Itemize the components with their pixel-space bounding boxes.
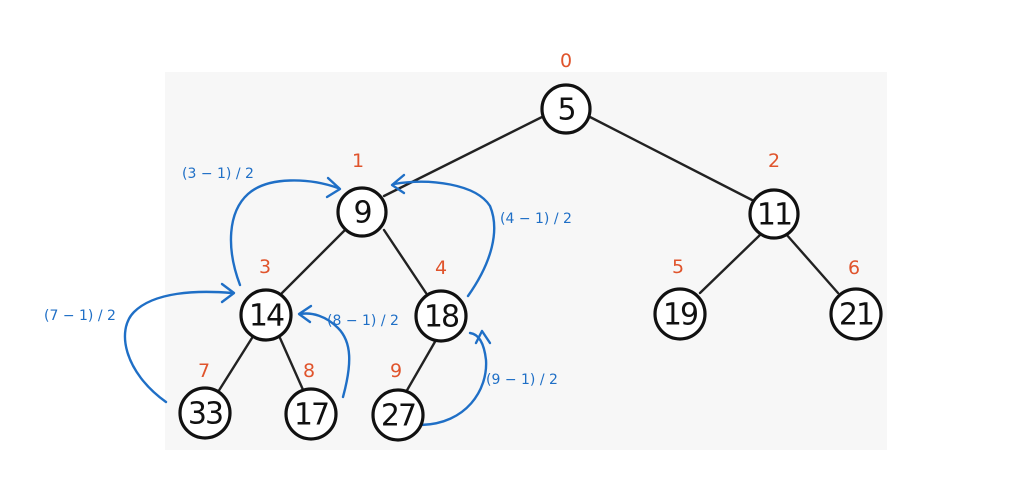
node-index-label: 5 (672, 256, 684, 278)
edge-4-9 (404, 338, 438, 394)
node-circle (336, 186, 388, 238)
node-value: 17 (294, 398, 328, 433)
edge-2-6 (784, 232, 840, 295)
node-circle (748, 188, 800, 240)
arrow-7-to-3 (123, 290, 234, 404)
node-index-label: 6 (848, 257, 860, 279)
node-value: 18 (424, 300, 459, 335)
node-circle (414, 289, 468, 343)
edge-1-3 (280, 228, 347, 295)
node-value: 5 (557, 93, 574, 128)
node-index-label: 0 (560, 50, 572, 72)
heap-node-3: 14 3 (239, 256, 293, 342)
heap-node-4: 18 4 (414, 257, 468, 343)
node-circle (829, 287, 883, 341)
node-index-label: 1 (352, 150, 364, 172)
node-value: 11 (757, 198, 791, 233)
heap-node-1: 9 1 (336, 150, 388, 238)
heap-node-9: 27 9 (371, 360, 425, 442)
heap-node-8: 17 8 (284, 360, 338, 441)
arrowhead-4-to-1 (390, 173, 406, 195)
node-index-label: 4 (435, 257, 447, 279)
node-value: 19 (663, 298, 697, 333)
arrow-3-to-1 (229, 179, 340, 287)
node-circle (653, 287, 707, 341)
node-index-label: 7 (198, 360, 210, 382)
node-circle (540, 83, 592, 135)
arrowhead-9-to-4 (474, 329, 492, 345)
edge-2-5 (698, 232, 763, 295)
edge-3-8 (278, 336, 306, 394)
edge-3-7 (216, 336, 254, 394)
node-index-label: 8 (303, 360, 315, 382)
node-circle (371, 388, 425, 442)
heap-node-5: 19 5 (653, 256, 707, 341)
heap-node-7: 33 7 (178, 360, 232, 440)
formula-label-3: (3 − 1) / 2 (182, 166, 254, 182)
node-value: 9 (353, 196, 370, 231)
tree-edges (216, 114, 840, 394)
arrow-9-to-4 (419, 331, 488, 427)
node-value: 21 (839, 298, 873, 333)
arrowhead-7-to-3 (220, 282, 236, 304)
node-value: 14 (249, 299, 284, 334)
node-value: 27 (381, 399, 415, 434)
node-value: 33 (188, 397, 222, 432)
arrowhead-8-to-3 (297, 304, 313, 324)
arrow-8-to-3 (298, 312, 351, 399)
node-circle (178, 386, 232, 440)
node-index-label: 2 (768, 150, 780, 172)
formula-labels: (3 − 1) / 2 (4 − 1) / 2 (7 − 1) / 2 (8 −… (44, 166, 572, 388)
edge-0-2 (588, 115, 754, 202)
edge-1-4 (382, 228, 428, 295)
heap-node-6: 21 6 (829, 257, 883, 341)
formula-label-9: (9 − 1) / 2 (486, 372, 558, 388)
formula-arrows (123, 173, 496, 427)
arrow-4-to-1 (392, 180, 496, 298)
heap-node-2: 11 2 (748, 150, 800, 240)
node-index-label: 9 (390, 360, 402, 382)
formula-label-4: (4 − 1) / 2 (500, 211, 572, 227)
formula-label-8: (8 − 1) / 2 (327, 313, 399, 329)
arrowhead-3-to-1 (325, 176, 342, 199)
diagram-background (165, 72, 887, 450)
node-circle (284, 387, 338, 441)
formula-label-7: (7 − 1) / 2 (44, 308, 116, 324)
node-index-label: 3 (259, 256, 271, 278)
edge-0-1 (382, 114, 546, 198)
heap-node-0: 5 0 (540, 50, 592, 135)
node-circle (239, 288, 293, 342)
tree-nodes: 5 0 9 1 11 2 14 3 18 4 (178, 50, 883, 442)
